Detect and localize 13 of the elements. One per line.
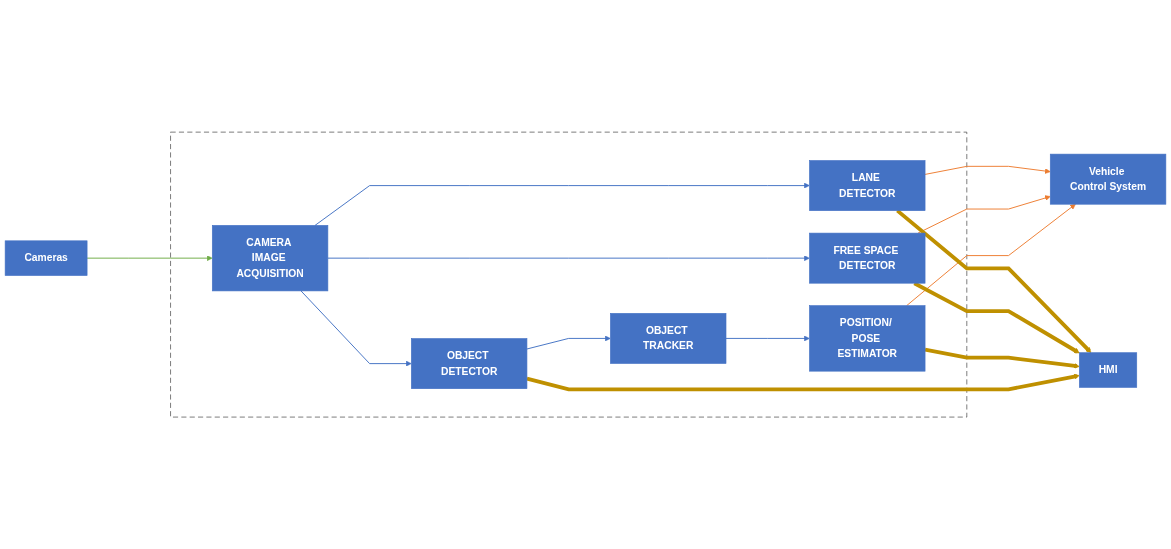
node-box: Vehicle Control System: [1049, 153, 1167, 205]
node-box: Cameras: [4, 240, 88, 276]
node-box: CAMERA IMAGE ACQUISITION: [212, 225, 329, 292]
arrow: [526, 373, 1080, 392]
node-box: OBJECT TRACKER: [610, 312, 727, 364]
node-box: OBJECT DETECTOR: [411, 338, 528, 389]
arrow: [896, 209, 1092, 353]
cluster: [170, 131, 968, 418]
node-box: POSITION/ POSE ESTIMATOR: [809, 305, 926, 372]
node-box: FREE SPACE DETECTOR: [809, 232, 926, 284]
node-box: LANE DETECTOR: [809, 160, 926, 211]
arrow: [924, 347, 1080, 369]
node-box: HMI: [1079, 352, 1138, 388]
